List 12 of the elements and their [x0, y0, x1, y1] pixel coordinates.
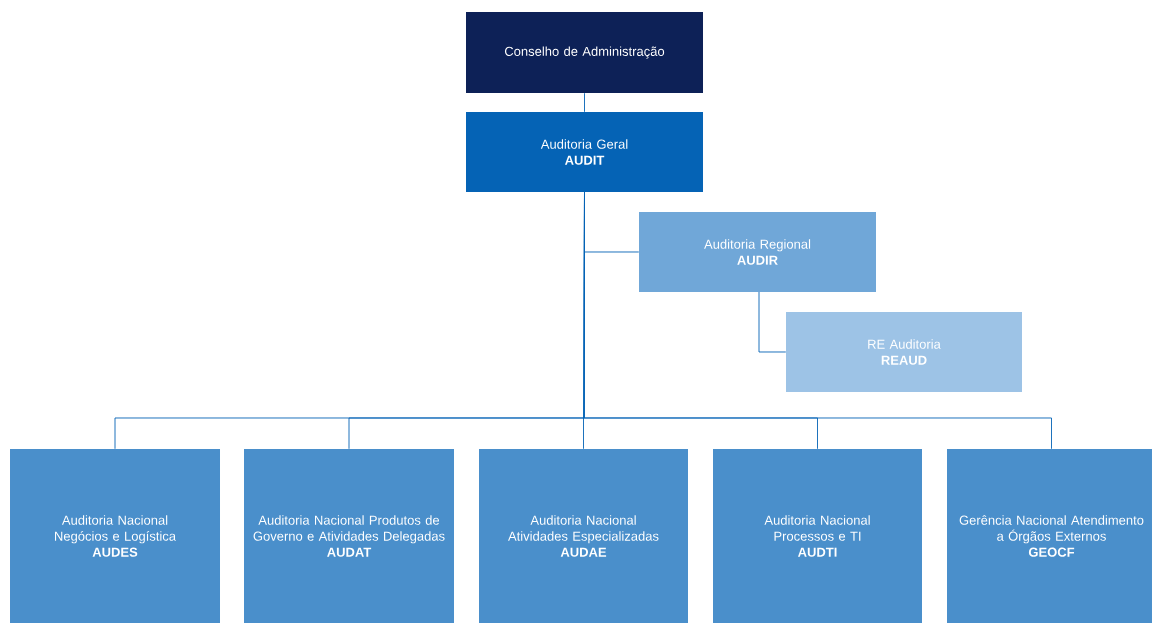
org-box: RE Auditoria REAUD — [786, 312, 1022, 392]
org-box: Conselho de Administração — [466, 12, 703, 93]
org-box: Auditoria Regional AUDIR — [639, 212, 876, 292]
org-box: Gerência Nacional Atendimento a Órgãos Externos GEOCF — [947, 449, 1152, 623]
org-box: Auditoria Nacional Atividades Especializadas AUDAE — [479, 449, 688, 623]
org-box: Auditoria Nacional Produtos de Governo e Atividades Delegadas AUDAT — [244, 449, 454, 623]
connector-line — [584, 92, 585, 113]
connector-line — [758, 291, 787, 353]
org-box: Auditoria Geral AUDIT — [466, 112, 703, 192]
connector-line — [583, 191, 1052, 450]
org-box: Auditoria Nacional Negócios e Logística AUDES — [10, 449, 220, 623]
org-box: Auditoria Nacional Processos e TI AUDTI — [713, 449, 922, 623]
